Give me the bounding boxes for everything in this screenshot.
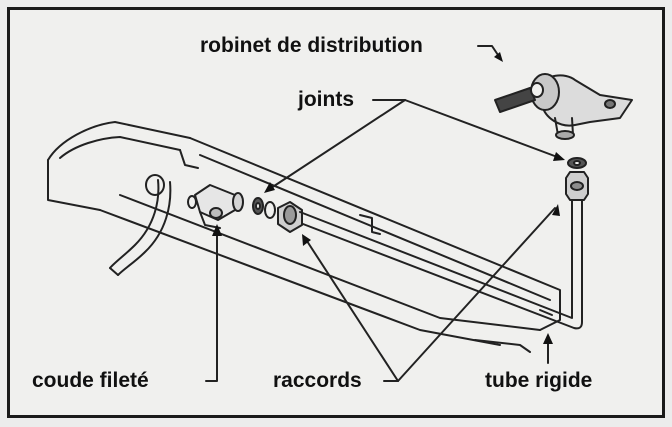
label-raccords: raccords bbox=[273, 369, 362, 392]
washer-left bbox=[252, 197, 276, 219]
label-joints: joints bbox=[298, 88, 354, 111]
label-robinet: robinet de distribution bbox=[200, 34, 423, 57]
label-tube: tube rigide bbox=[485, 369, 593, 392]
threaded-elbow bbox=[187, 184, 244, 229]
distribution-tap bbox=[494, 73, 633, 140]
union-nut-right bbox=[565, 171, 589, 201]
leader-lines bbox=[205, 45, 561, 382]
rigid-tube bbox=[299, 199, 583, 330]
chassis-outline bbox=[47, 121, 561, 353]
arrow-heads bbox=[212, 52, 565, 344]
union-nut-left bbox=[277, 201, 303, 233]
washer-right bbox=[567, 157, 587, 169]
label-coude: coude fileté bbox=[32, 369, 149, 392]
flexible-hose bbox=[109, 174, 172, 276]
